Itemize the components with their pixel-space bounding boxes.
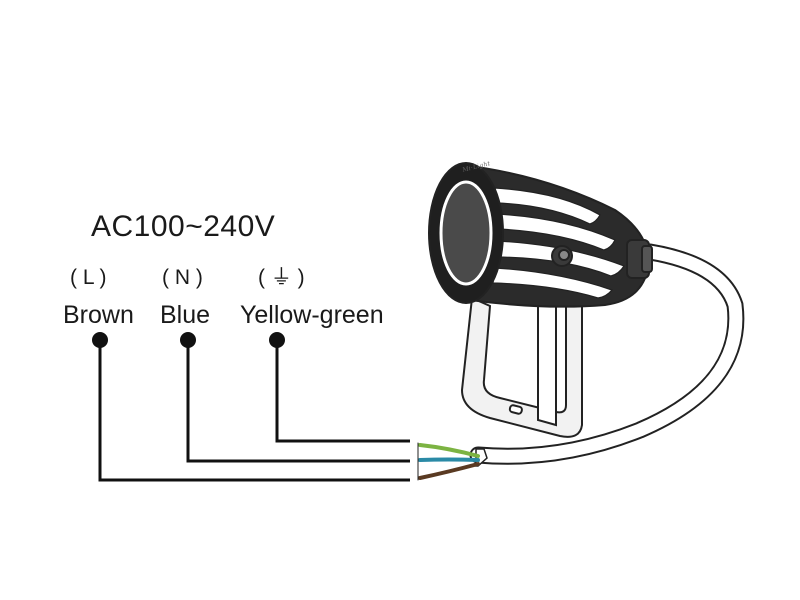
terminal-dot-brown (92, 332, 108, 348)
conductor-yellow-green (418, 443, 480, 458)
wire-name-blue: Blue (160, 301, 211, 329)
lamp-lens (439, 180, 493, 286)
wire-name-brown: Brown (63, 301, 134, 329)
wire-name-yellow-green: Yellow-green (240, 301, 384, 329)
wiring-lines (98, 340, 410, 482)
wire-line-blue (186, 340, 410, 463)
wire-code-ground: ( ⏚ ) (258, 266, 305, 289)
spotlight (428, 162, 653, 438)
cooling-fins (492, 187, 625, 299)
terminal-dot-blue (180, 332, 196, 348)
wire-code-live: ( L ) (70, 266, 107, 289)
supply-voltage-label: AC100~240V (91, 210, 276, 243)
terminal-dots (92, 332, 285, 348)
terminal-dot-yellow-green (269, 332, 285, 348)
wire-line-brown (98, 340, 410, 482)
bracket-side (537, 286, 557, 427)
conductor-brown (418, 462, 480, 480)
conductor-blue (418, 457, 480, 462)
bracket-slot (508, 404, 523, 415)
cable-conductors (417, 442, 480, 481)
wire-code-neutral: ( N ) (162, 266, 203, 289)
wire-line-yellow-green (275, 340, 410, 443)
